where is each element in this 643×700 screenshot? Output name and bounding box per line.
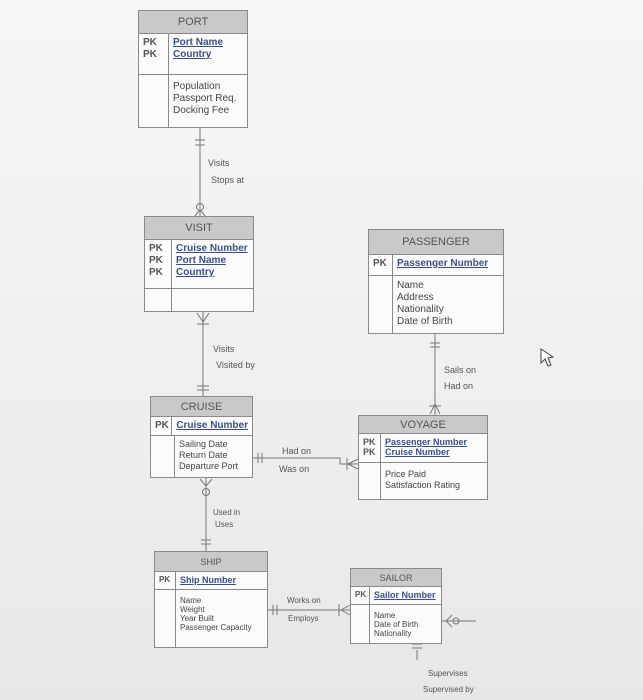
pk-marker: PK — [373, 258, 387, 269]
entity-voyage-attributes: Price Paid Satisfaction Rating — [359, 463, 487, 500]
attribute-satisfaction-rating: Satisfaction Rating — [385, 480, 461, 490]
key-passenger-number: Passenger Number — [385, 437, 468, 447]
key-cruise-number: Cruise Number — [176, 243, 248, 254]
pk-marker: PK — [149, 243, 163, 254]
pk-marker: PK — [155, 420, 169, 431]
key-passenger-number: Passenger Number — [397, 258, 489, 269]
entity-cruise-title: CRUISE — [151, 397, 252, 417]
rel-ship-sailor-label-1: Works on — [287, 596, 321, 605]
entity-voyage-title: VOYAGE — [359, 416, 487, 434]
rel-port-visit-label-2: Stops at — [211, 175, 245, 185]
attribute-year-built: Year Built — [180, 614, 214, 623]
pk-marker: PK — [355, 590, 367, 599]
entity-cruise-keys: PK Cruise Number — [151, 417, 252, 436]
rel-visit-cruise-label-2: Visited by — [216, 360, 255, 370]
key-cruise-number: Cruise Number — [176, 420, 248, 431]
pk-marker: PK — [159, 575, 171, 584]
entity-visit: VISIT PK PK PK Cruise Number Port Name C… — [144, 216, 254, 312]
entity-ship-attributes: Name Weight Year Built Passenger Capacit… — [155, 590, 267, 648]
entity-port-keys: PK PK Port Name Country — [139, 34, 247, 75]
entity-ship-title: SHIP — [155, 552, 267, 572]
entity-voyage: VOYAGE PK PK Passenger Number Cruise Num… — [358, 415, 488, 500]
pk-marker: PK — [149, 267, 163, 278]
entity-passenger-attributes: Name Address Nationality Date of Birth — [369, 276, 503, 334]
key-cruise-number: Cruise Number — [385, 447, 450, 457]
rel-sailor-self-label-2: Supervised by — [423, 685, 474, 694]
entity-sailor-keys: PK Sailor Number — [351, 587, 441, 605]
attribute-weight: Weight — [180, 605, 205, 614]
pk-marker: PK — [143, 37, 157, 48]
key-port-name: Port Name — [173, 37, 224, 48]
entity-ship: SHIP PK Ship Number Name Weight Year Bui… — [154, 551, 268, 648]
attribute-date-of-birth: Date of Birth — [397, 316, 453, 327]
entity-port-title: PORT — [139, 11, 247, 34]
rel-cruise-ship-label-1: Used in — [213, 508, 241, 517]
attribute-population: Population — [173, 81, 221, 92]
rel-cruise-voyage-label-2: Was on — [279, 464, 310, 474]
entity-passenger: PASSENGER PK Passenger Number Name Addre… — [368, 229, 504, 334]
key-sailor-number: Sailor Number — [374, 590, 436, 600]
pk-marker: PK — [149, 255, 163, 266]
key-country: Country — [173, 49, 212, 60]
entity-passenger-keys: PK Passenger Number — [369, 255, 503, 276]
attribute-return-date: Return Date — [179, 450, 228, 460]
attribute-name: Name — [180, 596, 202, 605]
entity-visit-title: VISIT — [145, 217, 253, 240]
rel-passenger-voyage-label-1: Sails on — [444, 365, 477, 375]
entity-port: PORT PK PK Port Name Country Population … — [138, 10, 248, 128]
rel-passenger-voyage-label-2: Had on — [444, 381, 474, 391]
key-country: Country — [176, 267, 215, 278]
key-ship-number: Ship Number — [180, 575, 237, 585]
attribute-name: Name — [374, 611, 396, 620]
entity-visit-keys: PK PK PK Cruise Number Port Name Country — [145, 240, 253, 289]
pk-marker: PK — [363, 447, 376, 457]
attribute-nationality: Nationality — [397, 304, 444, 315]
attribute-docking-fee: Docking Fee — [173, 105, 230, 116]
attribute-passenger-capacity: Passenger Capacity — [180, 623, 252, 632]
attribute-sailing-date: Sailing Date — [179, 439, 228, 449]
pk-marker: PK — [363, 437, 376, 447]
entity-voyage-keys: PK PK Passenger Number Cruise Number — [359, 434, 487, 463]
entity-port-attributes: Population Passport Req. Docking Fee — [139, 75, 247, 128]
entity-cruise: CRUISE PK Cruise Number Sailing Date Ret… — [150, 396, 253, 478]
entity-visit-attributes — [145, 289, 253, 312]
mouse-pointer-icon — [540, 348, 555, 367]
pk-marker: PK — [143, 49, 157, 60]
rel-port-visit-label-1: Visits — [208, 158, 230, 168]
attribute-price-paid: Price Paid — [385, 469, 427, 479]
entity-sailor-attributes: Name Date of Birth Nationality — [351, 605, 441, 644]
key-port-name: Port Name — [176, 255, 227, 266]
attribute-nationality: Nationality — [374, 629, 412, 638]
entity-cruise-attributes: Sailing Date Return Date Departure Port — [151, 436, 252, 478]
entity-sailor: SAILOR PK Sailor Number Name Date of Bir… — [350, 568, 442, 644]
attribute-address: Address — [397, 292, 434, 303]
entity-sailor-title: SAILOR — [351, 569, 441, 587]
attribute-passport-req: Passport Req. — [173, 93, 237, 104]
attribute-name: Name — [397, 280, 424, 291]
rel-visit-cruise-label-1: Visits — [213, 344, 235, 354]
entity-passenger-title: PASSENGER — [369, 230, 503, 255]
attribute-date-of-birth: Date of Birth — [374, 620, 419, 629]
rel-cruise-ship-label-2: Uses — [215, 520, 234, 529]
entity-ship-keys: PK Ship Number — [155, 572, 267, 590]
rel-ship-sailor-label-2: Employs — [288, 614, 319, 623]
rel-cruise-voyage-label-1: Had on — [282, 446, 312, 456]
attribute-departure-port: Departure Port — [179, 461, 239, 471]
rel-sailor-self-label-1: Supervises — [428, 669, 468, 678]
